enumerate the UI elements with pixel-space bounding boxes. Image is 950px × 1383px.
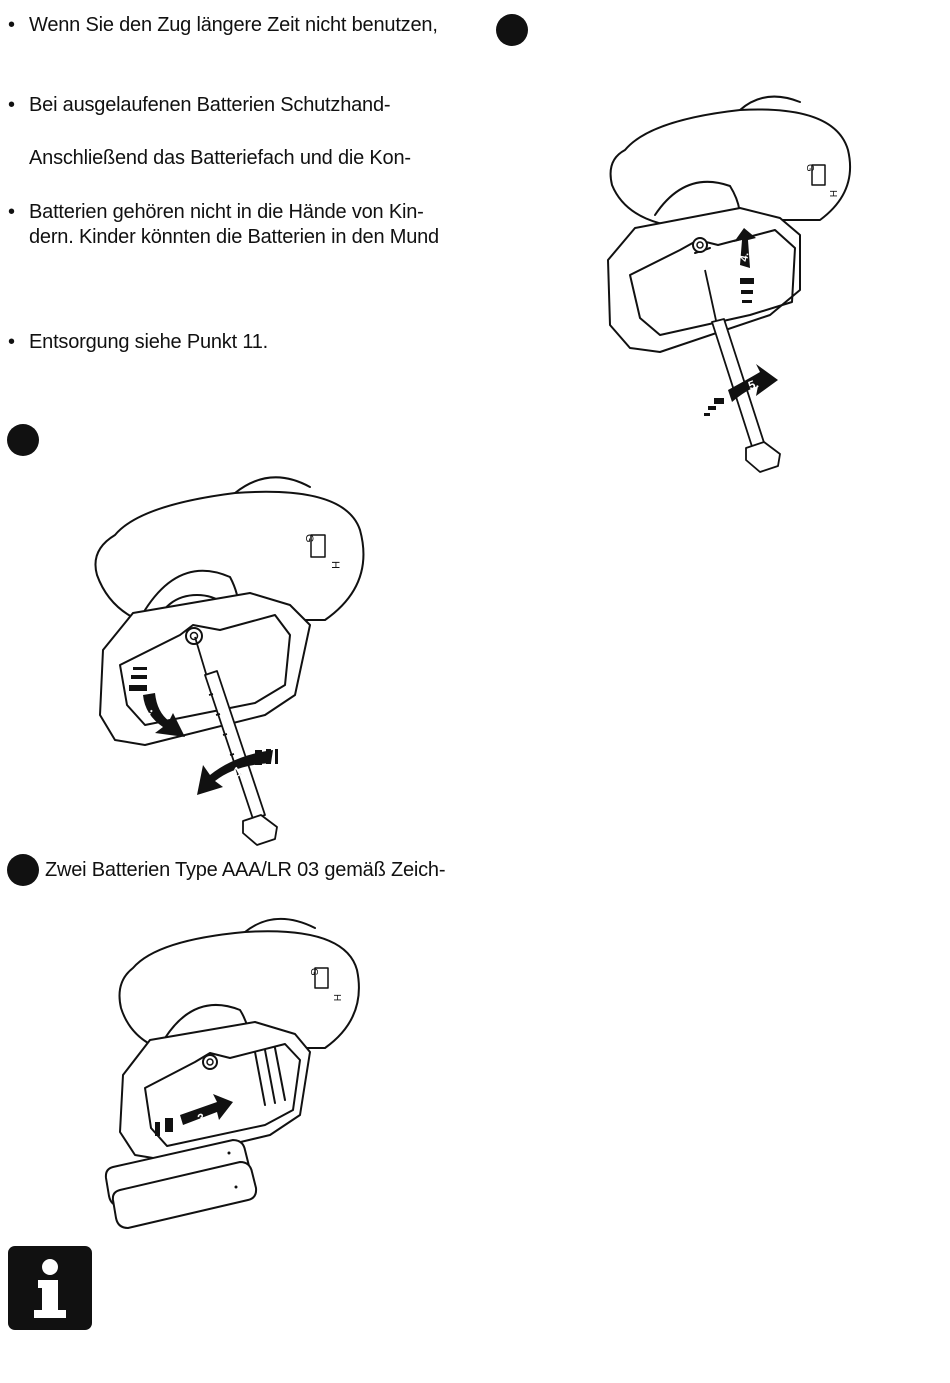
bullet-text-2: Bei ausgelaufenen Batterien Schutzhand- (29, 94, 391, 116)
figure-close-battery-cover: 4. 5. G H (607, 95, 852, 473)
bullet-text-2-continuation: Anschließend das Batteriefach und die Ko… (29, 147, 411, 169)
bullet-text-3-line-2: dern. Kinder könnten die Batterien in de… (29, 226, 439, 248)
switch-label-h: H (331, 994, 342, 1001)
switch-label-h: H (329, 561, 341, 569)
figure-insert-batteries: 3. G H (104, 917, 360, 1229)
step-number-4: 4. (738, 251, 751, 262)
bullet-symbol: • (8, 94, 15, 116)
switch-label-h: H (827, 190, 838, 197)
bullet-symbol: • (8, 201, 15, 223)
bullet-text-4: Entsorgung siehe Punkt 11. (29, 331, 269, 353)
step-number-5: 5. (746, 376, 760, 393)
switch-label-g: G (303, 534, 315, 543)
step-marker-icon (7, 854, 39, 886)
switch-label-g: G (804, 164, 815, 172)
step-marker-icon (496, 14, 528, 46)
step-marker-icon (7, 424, 39, 456)
figure-open-battery-cover: 1. 2. G H (94, 476, 365, 846)
info-icon (8, 1246, 92, 1330)
bullet-text-1: Wenn Sie den Zug längere Zeit nicht benu… (29, 14, 438, 36)
switch-label-g: G (308, 968, 319, 976)
bullet-text-3: Batterien gehören nicht in die Hände von… (29, 201, 424, 223)
bullet-symbol: • (8, 331, 15, 353)
step-text: Zwei Batterien Type AAA/LR 03 gemäß Zeic… (45, 859, 446, 881)
bullet-symbol: • (8, 14, 15, 36)
